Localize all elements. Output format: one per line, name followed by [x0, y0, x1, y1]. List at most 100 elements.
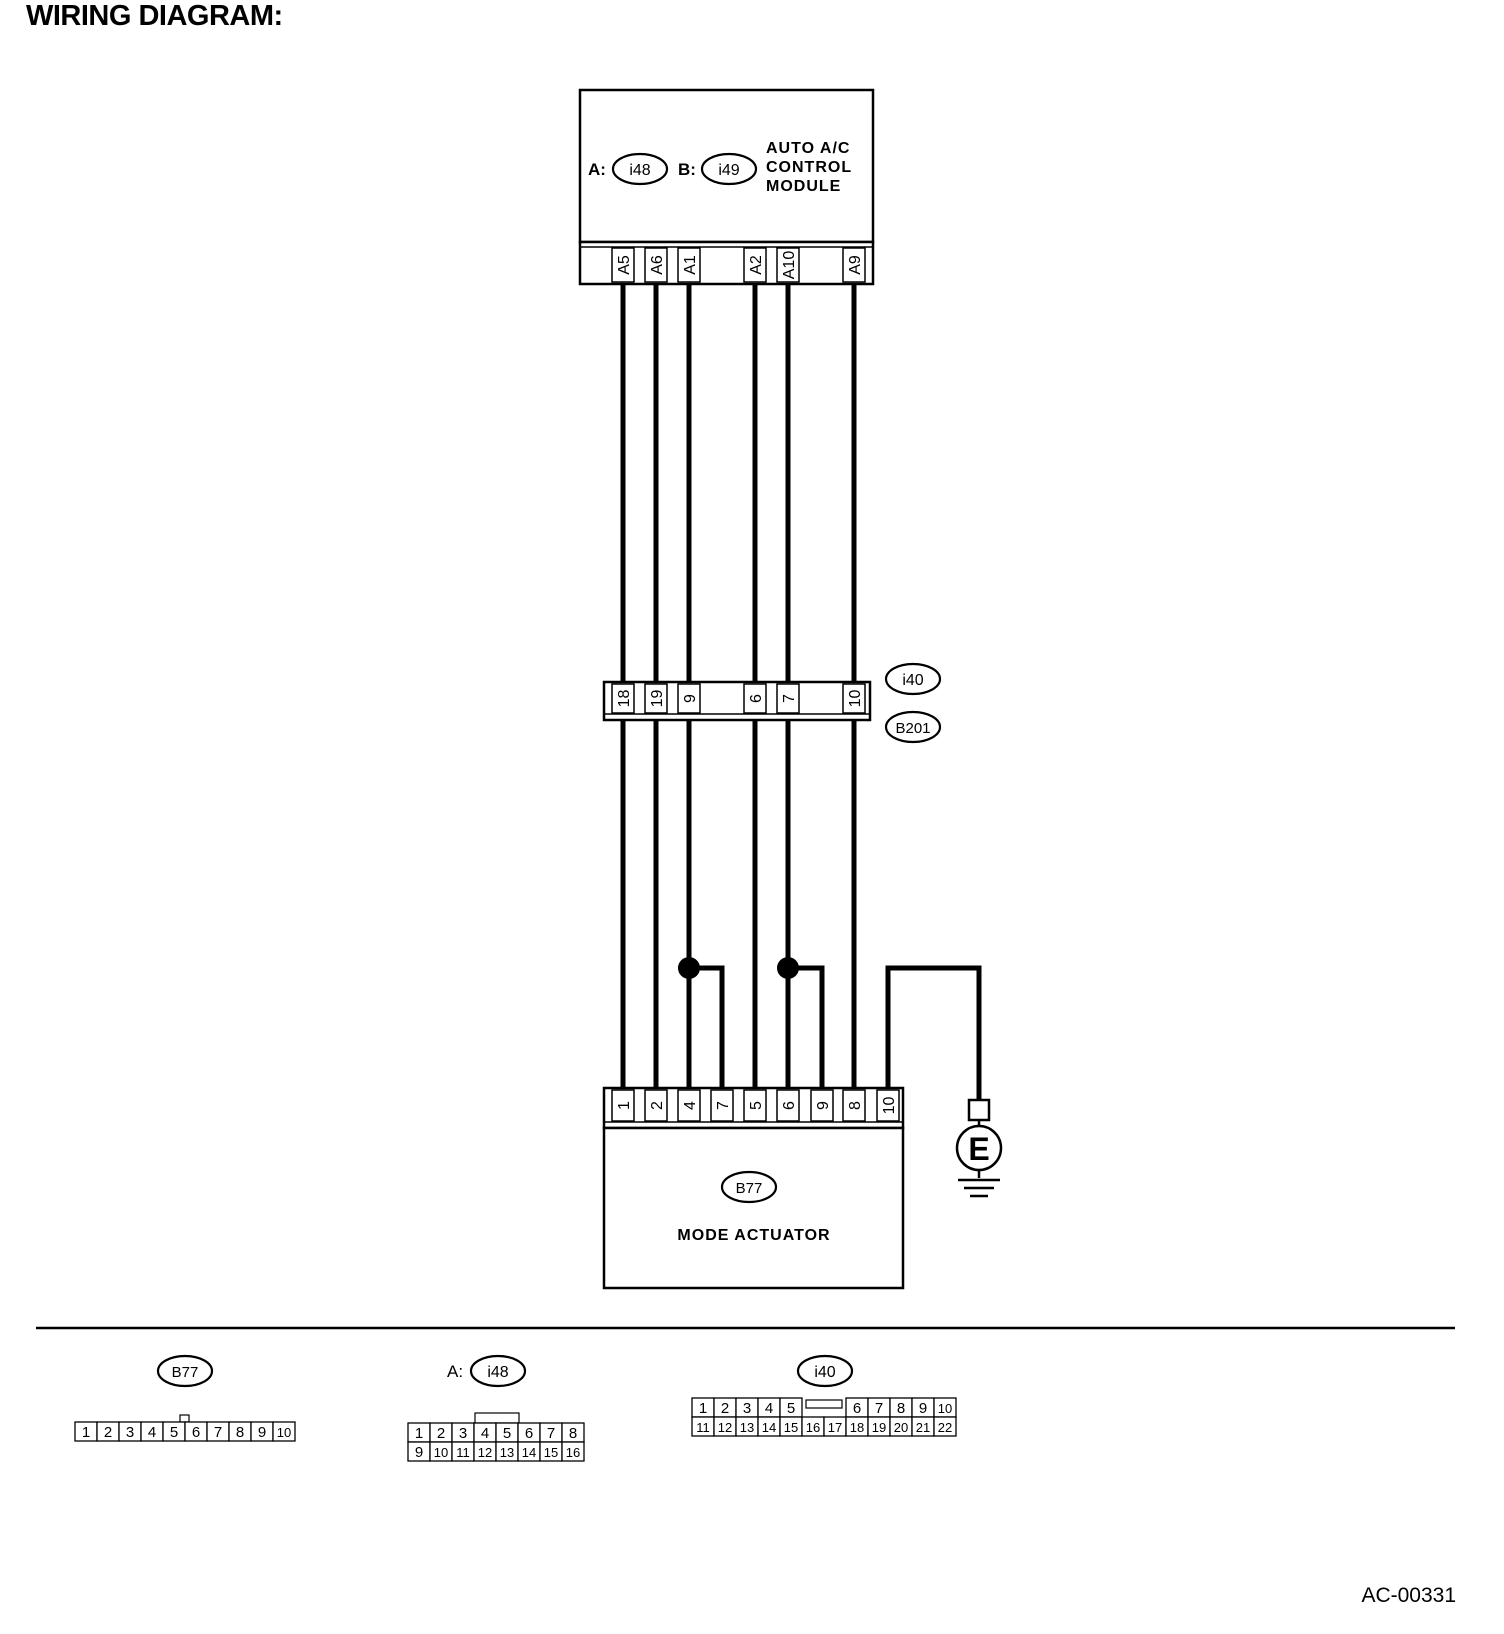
i40-pin-2: 2 [721, 1400, 729, 1417]
control-module-cell-A2 [743, 247, 767, 283]
control-module-terminal-A1: A1 [682, 255, 699, 275]
connector-a-badge [611, 152, 669, 186]
actuator-cell-10 [876, 1089, 900, 1122]
i40-pin-12: 12 [718, 1420, 732, 1435]
joint-connector-cell-18 [611, 683, 635, 714]
i48-pin-11: 11 [456, 1445, 470, 1460]
connector-a-label: i48 [629, 162, 650, 179]
joint-connector-terminal-9: 9 [682, 694, 699, 703]
control-module-name-line-2: CONTROL [766, 159, 852, 176]
i40-pin-4: 4 [765, 1400, 773, 1417]
actuator-cell-6 [776, 1089, 800, 1122]
i48-pin-5: 5 [503, 1425, 511, 1442]
i48-pin-2: 2 [437, 1425, 445, 1442]
i40-pin-18: 18 [850, 1420, 864, 1435]
control-module[interactable]: A: i48 B: i49 AUTO A/C CONTROL MODULE A5… [578, 88, 875, 286]
i40-pin-11: 11 [696, 1420, 710, 1435]
actuator-terminal-2: 2 [649, 1101, 666, 1110]
i40-pin-9: 9 [919, 1400, 927, 1417]
i48-pin-10: 10 [434, 1445, 448, 1460]
i40-pin-6: 6 [853, 1400, 861, 1417]
joint-connector-terminal-7: 7 [781, 694, 798, 703]
connector-view-i48-prefix: A: [447, 1362, 463, 1381]
control-module-cell-A5 [611, 247, 635, 283]
joint-connector-cell-10 [842, 683, 866, 714]
b77-pin-7: 7 [214, 1424, 222, 1441]
i48-pin-1: 1 [415, 1425, 423, 1442]
joint-connector-lower-label: B201 [895, 720, 930, 737]
i40-pin-14: 14 [762, 1420, 776, 1435]
actuator-cell-1 [611, 1089, 635, 1122]
i40-pin-8: 8 [897, 1400, 905, 1417]
wire-7-9-branch [788, 965, 825, 1088]
joint-connector-terminal-6: 6 [748, 694, 765, 703]
connector-view-b77-label: B77 [172, 1364, 199, 1381]
actuator-terminal-9: 9 [815, 1101, 832, 1110]
i40-pin-10: 10 [938, 1401, 952, 1416]
wires-lower [620, 720, 982, 1100]
wire-9-7-branch [689, 965, 725, 1088]
b77-pin-5: 5 [170, 1424, 178, 1441]
joint-connector-terminal-10: 10 [847, 690, 864, 708]
i48-pin-3: 3 [459, 1425, 467, 1442]
actuator-terminal-8: 8 [847, 1101, 864, 1110]
i40-pin-20: 20 [894, 1420, 908, 1435]
i48-pin-6: 6 [525, 1425, 533, 1442]
joint-connector-lower-badge [884, 710, 942, 744]
i40-pin-16: 16 [806, 1420, 820, 1435]
i40-pin-3: 3 [743, 1400, 751, 1417]
actuator-connector-label: B77 [736, 1180, 763, 1197]
i40-pin-22: 22 [938, 1420, 952, 1435]
i48-pin-12: 12 [478, 1445, 492, 1460]
i48-pin-box-16 [561, 1441, 585, 1462]
i40-pin-box-22 [933, 1416, 957, 1437]
joint-connector-upper-label: i40 [902, 672, 923, 689]
control-module-cell-A6 [644, 247, 668, 283]
i40-pin-17: 17 [828, 1420, 842, 1435]
actuator-cell-9 [810, 1089, 834, 1122]
i40-pin-21: 21 [916, 1420, 930, 1435]
connector-b-badge [700, 152, 758, 186]
b77-pin-3: 3 [126, 1424, 134, 1441]
control-module-cell-A1 [677, 247, 701, 283]
i48-pin-4: 4 [481, 1425, 489, 1442]
ground-symbol: E [955, 1098, 1003, 1198]
b77-pin-1: 1 [82, 1424, 90, 1441]
splice-point-7 [777, 957, 799, 979]
control-module-terminal-A5: A5 [616, 255, 633, 275]
control-module-cell-A10 [776, 247, 800, 283]
i48-pin-16: 16 [566, 1445, 580, 1460]
i40-pin-13: 13 [740, 1420, 754, 1435]
joint-connector-cell-7 [776, 683, 800, 714]
actuator-terminal-1: 1 [616, 1101, 633, 1110]
connector-view-i40-label: i40 [814, 1364, 835, 1381]
i48-pin-14: 14 [522, 1445, 536, 1460]
control-module-cell-A9 [842, 247, 866, 283]
actuator-name: MODE ACTUATOR [677, 1227, 830, 1244]
actuator-terminal-5: 5 [748, 1101, 765, 1110]
actuator-terminal-10: 10 [881, 1097, 898, 1115]
actuator-terminal-4: 4 [682, 1101, 699, 1110]
i48-pin-13: 13 [500, 1445, 514, 1460]
wires-upper [620, 284, 857, 682]
i48-pin-15: 15 [544, 1445, 558, 1460]
actuator-cell-8 [842, 1089, 866, 1122]
i40-pin-19: 19 [872, 1420, 886, 1435]
control-module-name-line-1: AUTO A/C [766, 140, 850, 157]
i48-pin-8: 8 [569, 1425, 577, 1442]
joint-connector-cell-19 [644, 683, 668, 714]
page-title: WIRING DIAGRAM: [26, 0, 283, 32]
control-module-terminal-A10: A10 [781, 251, 798, 280]
joint-connector-terminal-19: 19 [649, 690, 666, 708]
actuator-cell-4 [677, 1089, 701, 1122]
actuator-cell-7 [710, 1089, 734, 1122]
